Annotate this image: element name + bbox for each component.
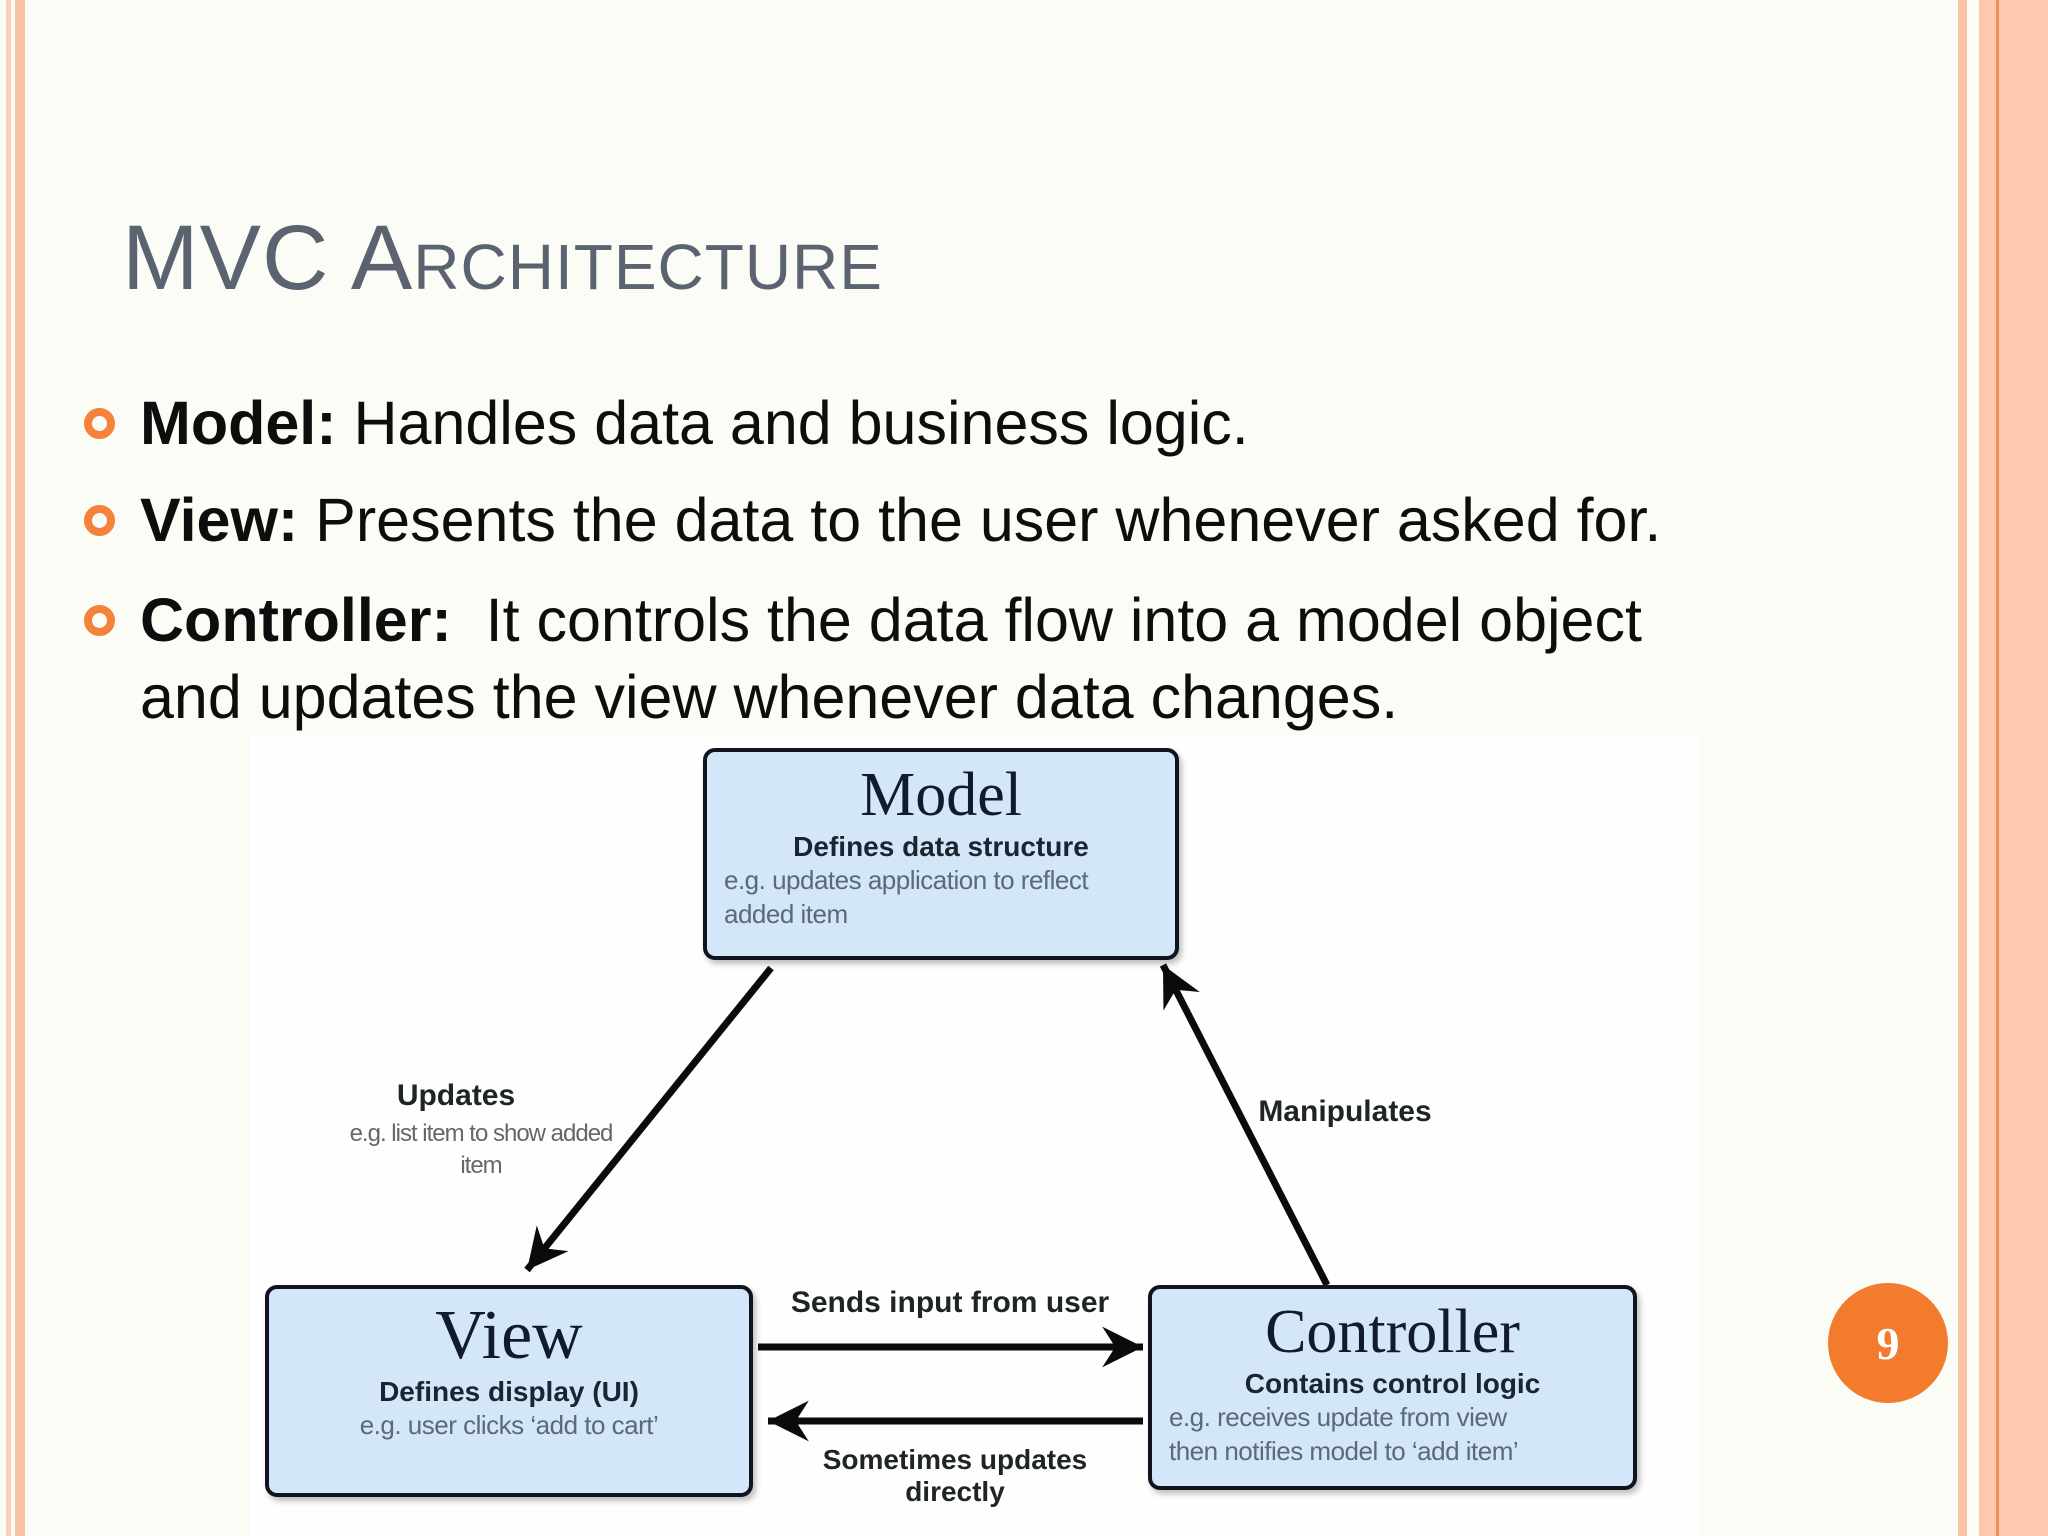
model-node-subtitle: Defines data structure: [793, 831, 1089, 862]
bullet-term: Controller:: [140, 586, 452, 654]
controller-node-example: e.g. receives update from view: [1169, 1402, 1507, 1432]
controller-node-subtitle: Contains control logic: [1244, 1368, 1541, 1399]
right-border-band: [1979, 0, 2048, 1536]
model-node-title: Model: [860, 761, 1022, 829]
bullet-icon: [84, 505, 115, 536]
controller-node-title: Controller: [1265, 1298, 1520, 1366]
left-border-stripe-thin: [6, 0, 11, 1536]
edge-label-sometimes-updates: Sometimes updates directly: [822, 1444, 1088, 1507]
controller-node: Controller Contains control logic e.g. r…: [1148, 1285, 1637, 1490]
bullet-desc: It controls the data flow into a model o…: [140, 586, 1642, 731]
view-node: View Defines display (UI) e.g. user clic…: [265, 1285, 753, 1497]
bullet-item-model: Model: Handles data and business logic.: [140, 385, 1930, 462]
controller-node-example: then notifies model to ‘add item’: [1169, 1436, 1519, 1466]
bullet-desc: Presents the data to the user whenever a…: [298, 486, 1662, 554]
arrow-model-to-view: [524, 965, 774, 1273]
edge-label-updates: Updates: [396, 1079, 516, 1112]
bullet-icon: [84, 408, 115, 439]
view-node-example: e.g. user clicks ‘add to cart’: [359, 1410, 659, 1440]
left-border-stripe-wide: [15, 0, 25, 1536]
diagram-arrows: [524, 963, 1331, 1442]
bullet-desc: Handles data and business logic.: [336, 389, 1249, 457]
right-border-stripe-thin: [1958, 0, 1967, 1536]
bullet-icon: [84, 605, 115, 636]
view-node-title: View: [435, 1297, 583, 1374]
arrow-controller-to-model: [1159, 963, 1331, 1287]
edge-sublabel-updates: e.g. list item to show added item: [349, 1120, 614, 1179]
edge-label-sends-input: Sends input from user: [790, 1286, 1110, 1319]
edge-label-manipulates: Manipulates: [1258, 1095, 1432, 1128]
bullet-item-controller: Controller: It controls the data flow in…: [140, 582, 1930, 736]
bullet-item-view: View: Presents the data to the user when…: [140, 482, 1930, 559]
model-node: Model Defines data structure e.g. update…: [703, 748, 1179, 960]
bullet-term: View:: [140, 486, 299, 554]
model-node-example: e.g. updates application to reflect: [724, 865, 1089, 895]
page-title: MVC Architecture: [122, 207, 883, 309]
page-number: 9: [1876, 1317, 1900, 1369]
bullet-term: Model:: [140, 389, 337, 457]
model-node-example: added item: [724, 899, 848, 929]
view-node-subtitle: Defines display (UI): [379, 1376, 639, 1407]
right-border-accent-line: [1996, 0, 1999, 1536]
page-number-badge: 9: [1828, 1283, 1948, 1403]
